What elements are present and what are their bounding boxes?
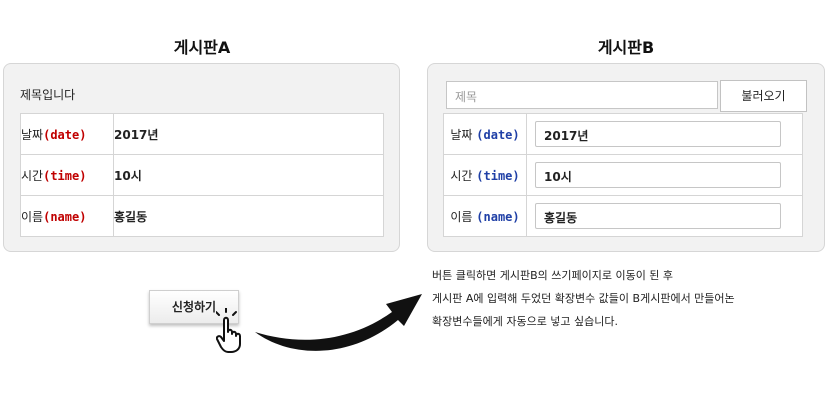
- row-value-time: 10시: [113, 154, 384, 196]
- row-label-date: 날짜 (date): [443, 113, 527, 155]
- key-text: (date): [43, 127, 87, 142]
- label-text: 시간: [21, 168, 44, 183]
- label-text: 이름: [450, 209, 473, 224]
- curved-arrow-icon: [255, 294, 422, 351]
- board-b-table: 날짜 (date) 2017년 시간 (time) 10시 이름 (name) …: [443, 113, 803, 237]
- name-field[interactable]: 홍길동: [535, 203, 781, 229]
- board-a-title: 게시판A: [173, 38, 231, 57]
- key-text: (date): [476, 127, 520, 142]
- table-row: 날짜(date) 2017년: [20, 113, 384, 155]
- label-text: 날짜: [21, 127, 44, 142]
- load-button[interactable]: 불러오기: [720, 80, 807, 112]
- description-line: 게시판 A에 입력해 두었던 확장변수 값들이 B게시판에서 만들어논: [432, 292, 735, 305]
- board-a-subject: 제목입니다: [20, 88, 76, 102]
- table-row: 이름 (name) 홍길동: [443, 195, 803, 237]
- hand-pointer-icon: [216, 308, 241, 353]
- description-text: 버튼 클릭하면 게시판B의 쓰기페이지로 이동이 된 후 게시판 A에 입력해 …: [432, 264, 735, 333]
- key-text: (name): [43, 209, 87, 224]
- board-a-panel: 제목입니다 날짜(date) 2017년 시간(time) 10시 이름(nam…: [3, 63, 400, 252]
- label-text: 이름: [21, 209, 44, 224]
- table-row: 시간 (time) 10시: [443, 154, 803, 196]
- row-label-name: 이름(name): [20, 195, 114, 237]
- row-label-date: 날짜(date): [20, 113, 114, 155]
- board-b-title: 게시판B: [597, 38, 655, 57]
- table-row: 이름(name) 홍길동: [20, 195, 384, 237]
- row-value-date: 2017년: [526, 113, 803, 155]
- row-label-name: 이름 (name): [443, 195, 527, 237]
- key-text: (name): [476, 209, 520, 224]
- row-label-time: 시간 (time): [443, 154, 527, 196]
- key-text: (time): [43, 168, 87, 183]
- time-field[interactable]: 10시: [535, 162, 781, 188]
- date-field[interactable]: 2017년: [535, 121, 781, 147]
- row-label-time: 시간(time): [20, 154, 114, 196]
- description-line: 버튼 클릭하면 게시판B의 쓰기페이지로 이동이 된 후: [432, 269, 674, 282]
- row-value-time: 10시: [526, 154, 803, 196]
- description-line: 확장변수들에게 자동으로 넣고 싶습니다.: [432, 315, 619, 328]
- key-text: (time): [476, 168, 520, 183]
- row-value-name: 홍길동: [526, 195, 803, 237]
- board-a-table: 날짜(date) 2017년 시간(time) 10시 이름(name) 홍길동: [20, 113, 384, 237]
- subject-input[interactable]: 제목: [446, 81, 718, 109]
- row-value-date: 2017년: [113, 113, 384, 155]
- label-text: 시간: [450, 168, 473, 183]
- row-value-name: 홍길동: [113, 195, 384, 237]
- board-b-panel: 제목 불러오기 날짜 (date) 2017년 시간 (time) 10시 이름…: [427, 63, 825, 252]
- apply-button[interactable]: 신청하기: [149, 290, 239, 324]
- label-text: 날짜: [450, 127, 473, 142]
- table-row: 시간(time) 10시: [20, 154, 384, 196]
- table-row: 날짜 (date) 2017년: [443, 113, 803, 155]
